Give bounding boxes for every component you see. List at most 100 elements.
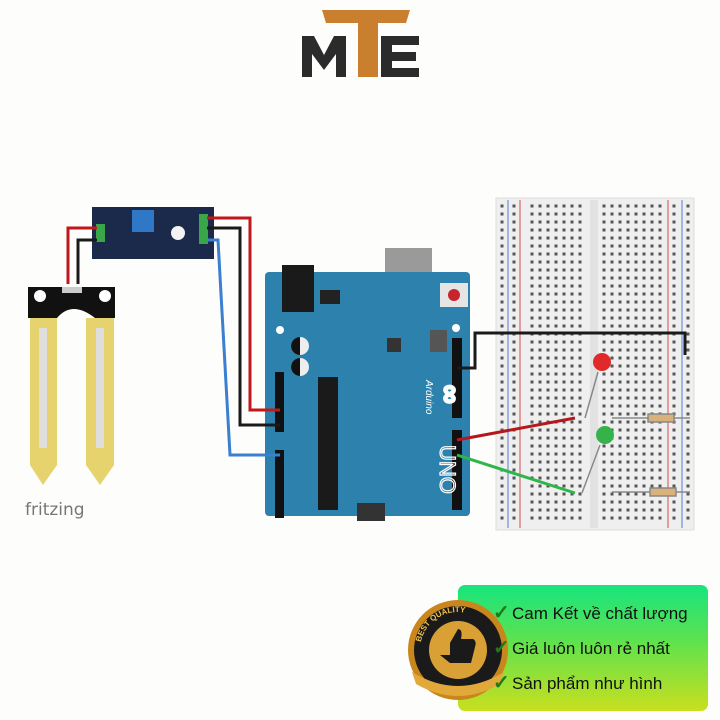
breadboard-hole [500, 276, 504, 280]
breadboard-hole [634, 364, 638, 368]
breadboard-hole [562, 212, 566, 216]
breadboard-hole [554, 212, 558, 216]
breadboard-hole [500, 292, 504, 296]
breadboard-hole [530, 212, 534, 216]
breadboard-hole [626, 396, 630, 400]
breadboard-hole [650, 428, 654, 432]
breadboard-hole [618, 436, 622, 440]
breadboard-hole [554, 220, 558, 224]
breadboard-hole [570, 452, 574, 456]
breadboard-hole [530, 372, 534, 376]
breadboard-hole [672, 444, 676, 448]
breadboard-hole [634, 428, 638, 432]
breadboard-hole [634, 412, 638, 416]
breadboard-hole [610, 372, 614, 376]
breadboard-hole [602, 476, 606, 480]
breadboard-hole [618, 444, 622, 448]
breadboard-hole [512, 204, 516, 208]
breadboard-hole [570, 396, 574, 400]
breadboard-hole [602, 484, 606, 488]
breadboard-hole [618, 428, 622, 432]
breadboard-hole [618, 268, 622, 272]
breadboard-hole [672, 388, 676, 392]
breadboard-hole [562, 252, 566, 256]
breadboard-hole [512, 420, 516, 424]
breadboard-hole [546, 252, 550, 256]
breadboard-hole [546, 388, 550, 392]
breadboard-hole [538, 452, 542, 456]
breadboard-hole [570, 260, 574, 264]
breadboard-hole [672, 236, 676, 240]
breadboard-hole [610, 308, 614, 312]
breadboard-hole [500, 220, 504, 224]
breadboard-hole [686, 404, 690, 408]
breadboard-hole [686, 236, 690, 240]
breadboard-hole [500, 348, 504, 352]
breadboard-hole [538, 316, 542, 320]
breadboard-hole [658, 212, 662, 216]
breadboard-hole [650, 300, 654, 304]
breadboard-hole [634, 484, 638, 488]
breadboard-hole [578, 396, 582, 400]
breadboard-hole [562, 284, 566, 288]
breadboard-hole [658, 260, 662, 264]
breadboard-hole [602, 420, 606, 424]
breadboard-hole [530, 356, 534, 360]
breadboard-hole [672, 428, 676, 432]
breadboard-hole [642, 404, 646, 408]
breadboard-hole [554, 380, 558, 384]
breadboard-hole [554, 460, 558, 464]
breadboard-hole [634, 340, 638, 344]
breadboard-hole [658, 444, 662, 448]
breadboard-hole [530, 284, 534, 288]
check-icon: ✓ [493, 602, 510, 624]
breadboard-hole [530, 412, 534, 416]
moisture-sensor-module [92, 207, 214, 259]
breadboard-hole [530, 428, 534, 432]
breadboard-hole [562, 452, 566, 456]
breadboard-hole [578, 316, 582, 320]
breadboard-hole [554, 404, 558, 408]
breadboard-hole [512, 260, 516, 264]
breadboard-hole [650, 292, 654, 296]
breadboard-hole [634, 220, 638, 224]
breadboard-hole [562, 236, 566, 240]
breadboard-hole [610, 268, 614, 272]
breadboard-hole [642, 316, 646, 320]
breadboard-hole [642, 204, 646, 208]
breadboard-hole [554, 372, 558, 376]
breadboard-hole [686, 420, 690, 424]
breadboard-hole [546, 212, 550, 216]
breadboard-hole [610, 284, 614, 288]
breadboard-hole [512, 292, 516, 296]
breadboard-hole [618, 484, 622, 488]
breadboard-hole [686, 412, 690, 416]
breadboard-hole [602, 444, 606, 448]
breadboard-hole [570, 292, 574, 296]
breadboard-hole [554, 412, 558, 416]
breadboard-hole [500, 436, 504, 440]
breadboard-hole [642, 372, 646, 376]
breadboard-hole [626, 300, 630, 304]
breadboard-hole [578, 228, 582, 232]
breadboard-hole [610, 508, 614, 512]
breadboard-hole [570, 460, 574, 464]
breadboard-hole [650, 260, 654, 264]
breadboard-hole [642, 396, 646, 400]
breadboard-hole [634, 284, 638, 288]
breadboard-hole [672, 220, 676, 224]
breadboard-hole [570, 412, 574, 416]
breadboard-hole [512, 484, 516, 488]
breadboard-hole [686, 444, 690, 448]
breadboard-hole [538, 340, 542, 344]
breadboard-hole [602, 220, 606, 224]
breadboard-hole [500, 324, 504, 328]
breadboard-hole [530, 396, 534, 400]
breadboard-hole [672, 516, 676, 520]
breadboard-hole [562, 292, 566, 296]
breadboard-hole [672, 316, 676, 320]
breadboard-hole [642, 484, 646, 488]
breadboard-hole [610, 452, 614, 456]
breadboard-hole [562, 508, 566, 512]
breadboard-hole [658, 276, 662, 280]
